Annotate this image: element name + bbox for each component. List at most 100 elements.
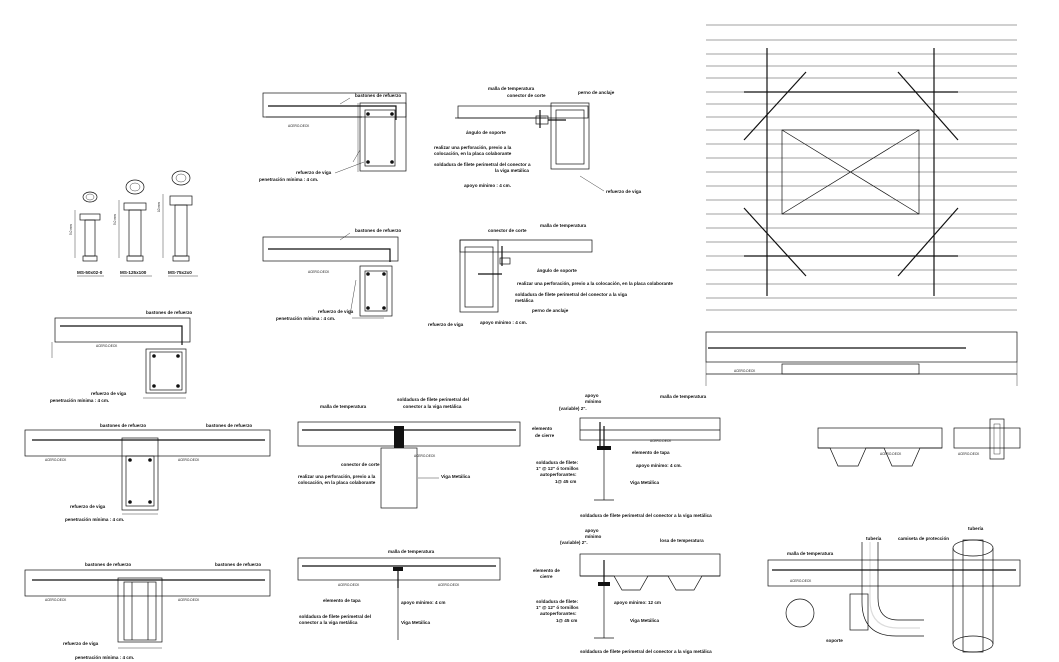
stud-3: 10 mm MS-75x2x0 xyxy=(157,170,198,277)
deck-profile-sections: ACERO-DECK ACERO-DECK xyxy=(817,418,1021,467)
c1-support: apoyo mínimo : 4 cm. xyxy=(464,183,511,188)
d4-deck-right: ACERO-DECK xyxy=(178,458,200,462)
slab-opening-plan xyxy=(706,24,1017,311)
p-pipe: tubería xyxy=(866,536,882,541)
metal-beam-detail-2: ACERO-DECK apoyo mínimo (variable) 2". m… xyxy=(532,393,721,518)
edge-beam-detail-3: ACERO-DECK bastones de refuerzo refuerzo… xyxy=(50,310,192,403)
m1-weld-a: soldadura de filete perimetral del xyxy=(397,397,469,402)
d5-bot: penetración mínima : 4 cm. xyxy=(75,655,134,660)
dp-deck-1: ACERO-DECK xyxy=(880,452,902,456)
b2-support-c: (variable) 2". xyxy=(560,540,588,545)
b2-weld-c: autoperforantes: xyxy=(540,611,577,616)
b2-weld-a: soldadura de filete: xyxy=(536,599,579,604)
d4-top-left: bastones de refuerzo xyxy=(100,423,146,428)
m2-support-b: mínimo xyxy=(585,399,602,404)
b2-edge-b: cierre xyxy=(540,574,553,579)
c2-weld-a: soldadura de filete perimetral del conec… xyxy=(515,292,628,297)
p-mesh: malla de temperatura xyxy=(787,551,834,556)
m1-conn: conector de corte xyxy=(341,462,380,467)
b1-weld-a: soldadura de filete perimetral del xyxy=(299,614,371,619)
d2-bot-label-a: refuerzo de viga xyxy=(318,309,354,314)
b1-weld-b: conector a la viga metálica xyxy=(299,620,358,625)
d5-top-left: bastones de refuerzo xyxy=(85,562,131,567)
m1-mesh: malla de temperatura xyxy=(320,404,367,409)
d3-top-label: bastones de refuerzo xyxy=(146,310,192,315)
stud-1: 5.0 mm MS-50x02-0 xyxy=(69,191,104,277)
t-beam-detail-4: ACERO-DECK ACERO-DECK bastones de refuer… xyxy=(24,423,271,522)
m2-weld-bot: soldadura de filete perimetral del conec… xyxy=(580,513,712,518)
stud-2-height: 5.0 mm xyxy=(113,214,117,225)
c1-note-b: colocación, en la placa colaborante xyxy=(434,151,512,156)
stud-3-height: 10 mm xyxy=(157,202,161,212)
m2-weld-d: 1@ 45 cm xyxy=(555,479,576,484)
b2-edge-a: elemento de xyxy=(533,568,560,573)
b2-support2: apoyo mínimo: 12 cm xyxy=(614,600,661,605)
b2-weld-b: 1" @ 12" ó tornillos xyxy=(536,605,579,610)
m2-weld-c: autoperforantes: xyxy=(540,472,577,477)
p-sleeve: camiseta de protección xyxy=(898,536,949,541)
stud-3-label: MS-75x2x0 xyxy=(168,270,192,275)
c1-bolt: perno de anclaje xyxy=(578,90,615,95)
m1-beam: Viga Metálica xyxy=(441,474,470,479)
d4-top-right: bastones de refuerzo xyxy=(206,423,252,428)
c1-note-a: realizar una perforación, previo a la xyxy=(434,145,512,150)
m2-mesh: malla de temperatura xyxy=(660,394,707,399)
b1-cap: elemento de tapa xyxy=(323,598,361,603)
b2-beam: Viga Metálica xyxy=(630,618,659,623)
m2-cap: elemento de tapa xyxy=(632,450,670,455)
d5-mid: refuerzo de viga xyxy=(63,641,99,646)
c2-support: apoyo mínimo : 4 cm. xyxy=(480,320,527,325)
d3-deck: ACERO-DECK xyxy=(96,344,118,348)
m1-note-a: realizar una perforación, previo a la xyxy=(298,474,376,479)
d1-bot-label-a: refuerzo de viga xyxy=(296,170,332,175)
b2-support-b: mínimo xyxy=(585,534,602,539)
b1-deck-left: ACERO-DECK xyxy=(338,583,360,587)
c2-beam: refuerzo de viga xyxy=(428,322,464,327)
d4-deck-left: ACERO-DECK xyxy=(45,458,67,462)
d1-deck: ACERO-DECK xyxy=(288,124,310,128)
m2-edge-b: de cierre xyxy=(535,433,555,438)
stud-2-label: MS-125x100 xyxy=(120,270,147,275)
connector-detail-1: malla de temperatura conector de corte p… xyxy=(434,86,642,194)
c1-weld-b: la viga metálica xyxy=(495,168,529,173)
m2-support-a: apoyo xyxy=(585,393,599,398)
b2-mesh: losa de temperatura xyxy=(660,538,704,543)
pipe-penetration-detail: ACERO-DECK malla de temperatura tubería … xyxy=(767,526,1021,653)
m2-beam: Viga Metálica xyxy=(630,480,659,485)
b1-deck-right: ACERO-DECK xyxy=(438,583,460,587)
d1-bot-label-b: penetración mínima : 4 cm. xyxy=(259,177,318,182)
m2-edge-a: elemento xyxy=(532,426,552,431)
m2-deck: ACERO-DECK xyxy=(650,439,672,443)
b1-beam: Viga Metálica xyxy=(401,620,430,625)
stud-2: 5.0 mm MS-125x100 xyxy=(113,179,152,277)
b2-weld-bot: soldadura de filete perimetral del conec… xyxy=(580,649,712,654)
stud-1-label: MS-50x02-0 xyxy=(77,270,103,275)
metal-beam-detail-1: ACERO-DECK malla de temperatura soldadur… xyxy=(297,397,521,509)
stud-1-height: 5.0 mm xyxy=(69,224,73,235)
d3-bot-label-b: penetración mínima : 4 cm. xyxy=(50,398,109,403)
edge-beam-detail-2: ACERO-DECK bastones de refuerzo refuerzo… xyxy=(262,228,401,321)
m2-weld-b: 1" @ 12" ó tornillos xyxy=(536,466,579,471)
m2-weld-a: soldadura de filete: xyxy=(536,460,579,465)
b1-support: apoyo mínimo: 4 cm xyxy=(401,600,445,605)
b2-weld-d: 1@ 45 cm xyxy=(556,618,577,623)
c2-weld-b: metálica xyxy=(515,298,534,303)
slab-opening-section: ACERO-DECK xyxy=(705,331,1018,386)
d5-deck-left: ACERO-DECK xyxy=(45,598,67,602)
pp-deck: ACERO-DECK xyxy=(790,579,812,583)
c2-mesh: malla de temperatura xyxy=(540,223,587,228)
d4-bot: penetración mínima : 4 cm. xyxy=(65,517,124,522)
m2-support2: apoyo mínimo: 4 cm. xyxy=(636,463,682,468)
b1-mesh: malla de temperatura xyxy=(388,549,435,554)
t-beam-detail-5: ACERO-DECK ACERO-DECK bastones de refuer… xyxy=(24,562,271,660)
m2-support-c: (variable) 2". xyxy=(559,406,587,411)
c1-seat: ángulo de soporte xyxy=(466,130,506,135)
d4-mid: refuerzo de viga xyxy=(70,504,106,509)
deck-ribs xyxy=(706,24,1017,311)
metal-beam-detail-4: apoyo mínimo (variable) 2". losa de temp… xyxy=(533,528,721,654)
m1-weld-b: conector a la viga metálica xyxy=(403,404,462,409)
m1-note-b: colocación, en la placa colaborante xyxy=(298,480,376,485)
c1-beam: refuerzo de viga xyxy=(606,189,642,194)
d2-bot-label-b: penetración mínima : 4 cm. xyxy=(276,316,335,321)
